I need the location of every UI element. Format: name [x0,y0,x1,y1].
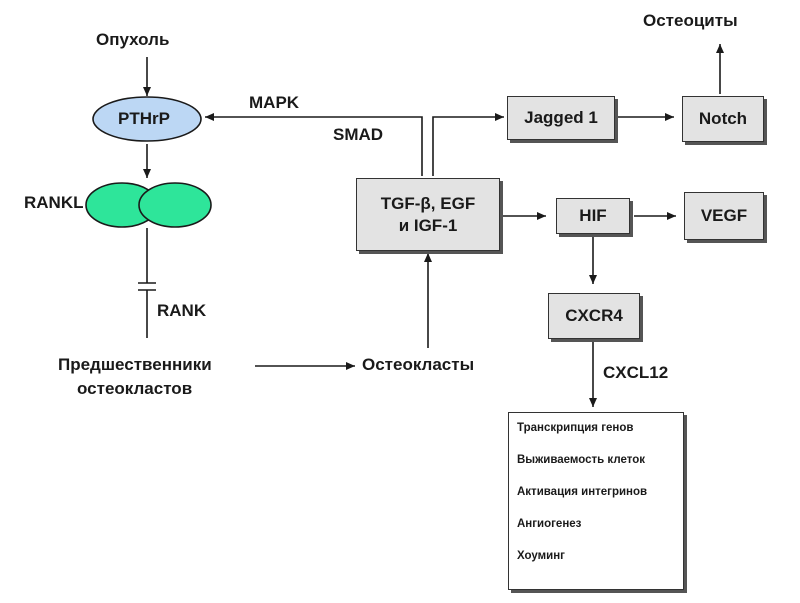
effect-item: Выживаемость клеток [517,454,645,466]
osteocytes-label: Остеоциты [643,11,738,30]
growth-factors-line2: и IGF-1 [398,215,458,235]
rankl-ellipse-right [138,182,212,228]
arrow-tgf-pthrp [205,113,423,176]
effect-item: Хоуминг [517,550,565,562]
rankl-label: RANKL [24,193,84,212]
effect-item: Ангиогенез [517,518,582,530]
rank-label: RANK [157,301,207,320]
osteoclasts-label: Остеокласты [362,355,475,374]
precursors-label-line2: остеокластов [77,379,193,398]
smad-label: SMAD [333,125,384,144]
vegf-box: VEGF [684,192,764,240]
growth-factors-line1: TGF-β, EGF [380,193,476,213]
mapk-label: MAPK [249,93,300,112]
effect-item: Активация интегринов [517,486,648,498]
jagged1-box: Jagged 1 [507,96,615,140]
pthrp-ellipse [92,96,202,142]
pthrp-label: PTHrP [118,109,170,128]
hif-box: HIF [556,198,630,234]
effect-item: Транскрипция генов [517,422,634,434]
cxcr4-box: CXCR4 [548,293,640,339]
tumor-label: Опухоль [96,30,170,49]
precursors-label-line1: Предшественники [58,355,212,374]
growth-factors-box: TGF-β, EGF и IGF-1 [356,178,500,251]
arrow-tgf-jagged [432,113,504,176]
notch-box: Notch [682,96,764,142]
cxcl12-label: CXCL12 [603,363,669,382]
effects-list: Транскрипция генов Выживаемость клеток А… [508,412,684,590]
